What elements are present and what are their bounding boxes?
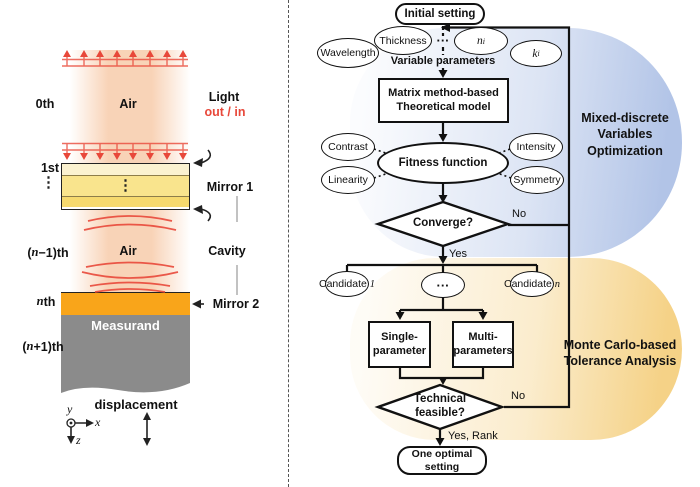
cavity-label: Cavity <box>208 244 246 258</box>
region-label-air-cavity: Air <box>119 244 137 258</box>
axis-y-label: y <box>67 402 73 416</box>
node-multi-parameters: Multi- parameters <box>452 321 514 368</box>
param-ellipse-wavelength: Wavelength <box>317 38 379 68</box>
satellite-linearity: Linearity <box>321 166 375 194</box>
param-ellipsis: ··· <box>436 32 450 48</box>
mirror1-layer-bottom <box>62 197 189 207</box>
satellite-symmetry: Symmetry <box>510 166 564 194</box>
technical-yes-rank-label: Yes, Rank <box>448 430 498 442</box>
converge-no-label: No <box>512 208 527 220</box>
panel-divider <box>288 0 289 487</box>
converge-diamond-label: Converge? <box>412 217 474 230</box>
candidate-1-ellipse: Candidate 1 <box>319 271 375 297</box>
param-ellipse-thickness: Thickness <box>374 26 432 55</box>
light-label: Light <box>208 90 240 104</box>
layer-label-0th: 0th <box>35 97 55 111</box>
monte-carlo-label: Monte Carlo-based Tolerance Analysis <box>563 338 677 369</box>
node-initial-setting: Initial setting <box>395 3 485 25</box>
candidate-n-ellipse: Candidate n <box>504 271 560 297</box>
mirror2-bar <box>61 292 190 315</box>
satellite-contrast: Contrast <box>321 133 375 161</box>
displacement-label: displacement <box>94 397 178 412</box>
layer-label-n+1th: (n+1)th <box>22 339 64 354</box>
node-fitness-function: Fitness function <box>377 142 509 184</box>
converge-yes-label: Yes <box>449 248 467 260</box>
layer-label-1st: 1st <box>40 161 60 175</box>
variable-parameters-label: Variable parameters <box>390 55 496 67</box>
axis-x-label: x <box>95 415 101 429</box>
light-out-in-label: out / in <box>204 105 246 119</box>
measurand-label: Measurand <box>91 318 160 333</box>
candidate-dots-ellipse: ··· <box>421 272 465 298</box>
mirror1-stack: ⋮ <box>61 163 190 210</box>
region-label-air-top: Air <box>119 97 137 111</box>
technical-feasible-label: Technical feasible? <box>413 393 467 419</box>
mirror1-layer-mid: ⋮ <box>62 176 189 197</box>
layer-label-n-1th: (n−1)th <box>27 245 69 260</box>
mirror2-label: Mirror 2 <box>212 297 260 311</box>
layer-ellipsis: ⋮ <box>41 174 56 191</box>
axis-z-label: z <box>76 433 81 447</box>
mixed-discrete-label: Mixed-discrete Variables Optimization <box>581 111 669 158</box>
technical-no-label: No <box>511 390 526 402</box>
mirror1-layer-top <box>62 164 189 176</box>
satellite-intensity: Intensity <box>509 133 563 161</box>
mirror1-dots: ⋮ <box>118 177 133 195</box>
node-matrix-model: Matrix method-based Theoretical model <box>378 78 509 123</box>
node-one-optimal-setting: One optimal setting <box>397 446 487 475</box>
mirror1-label: Mirror 1 <box>206 180 254 194</box>
node-single-parameter: Single- parameter <box>368 321 431 368</box>
